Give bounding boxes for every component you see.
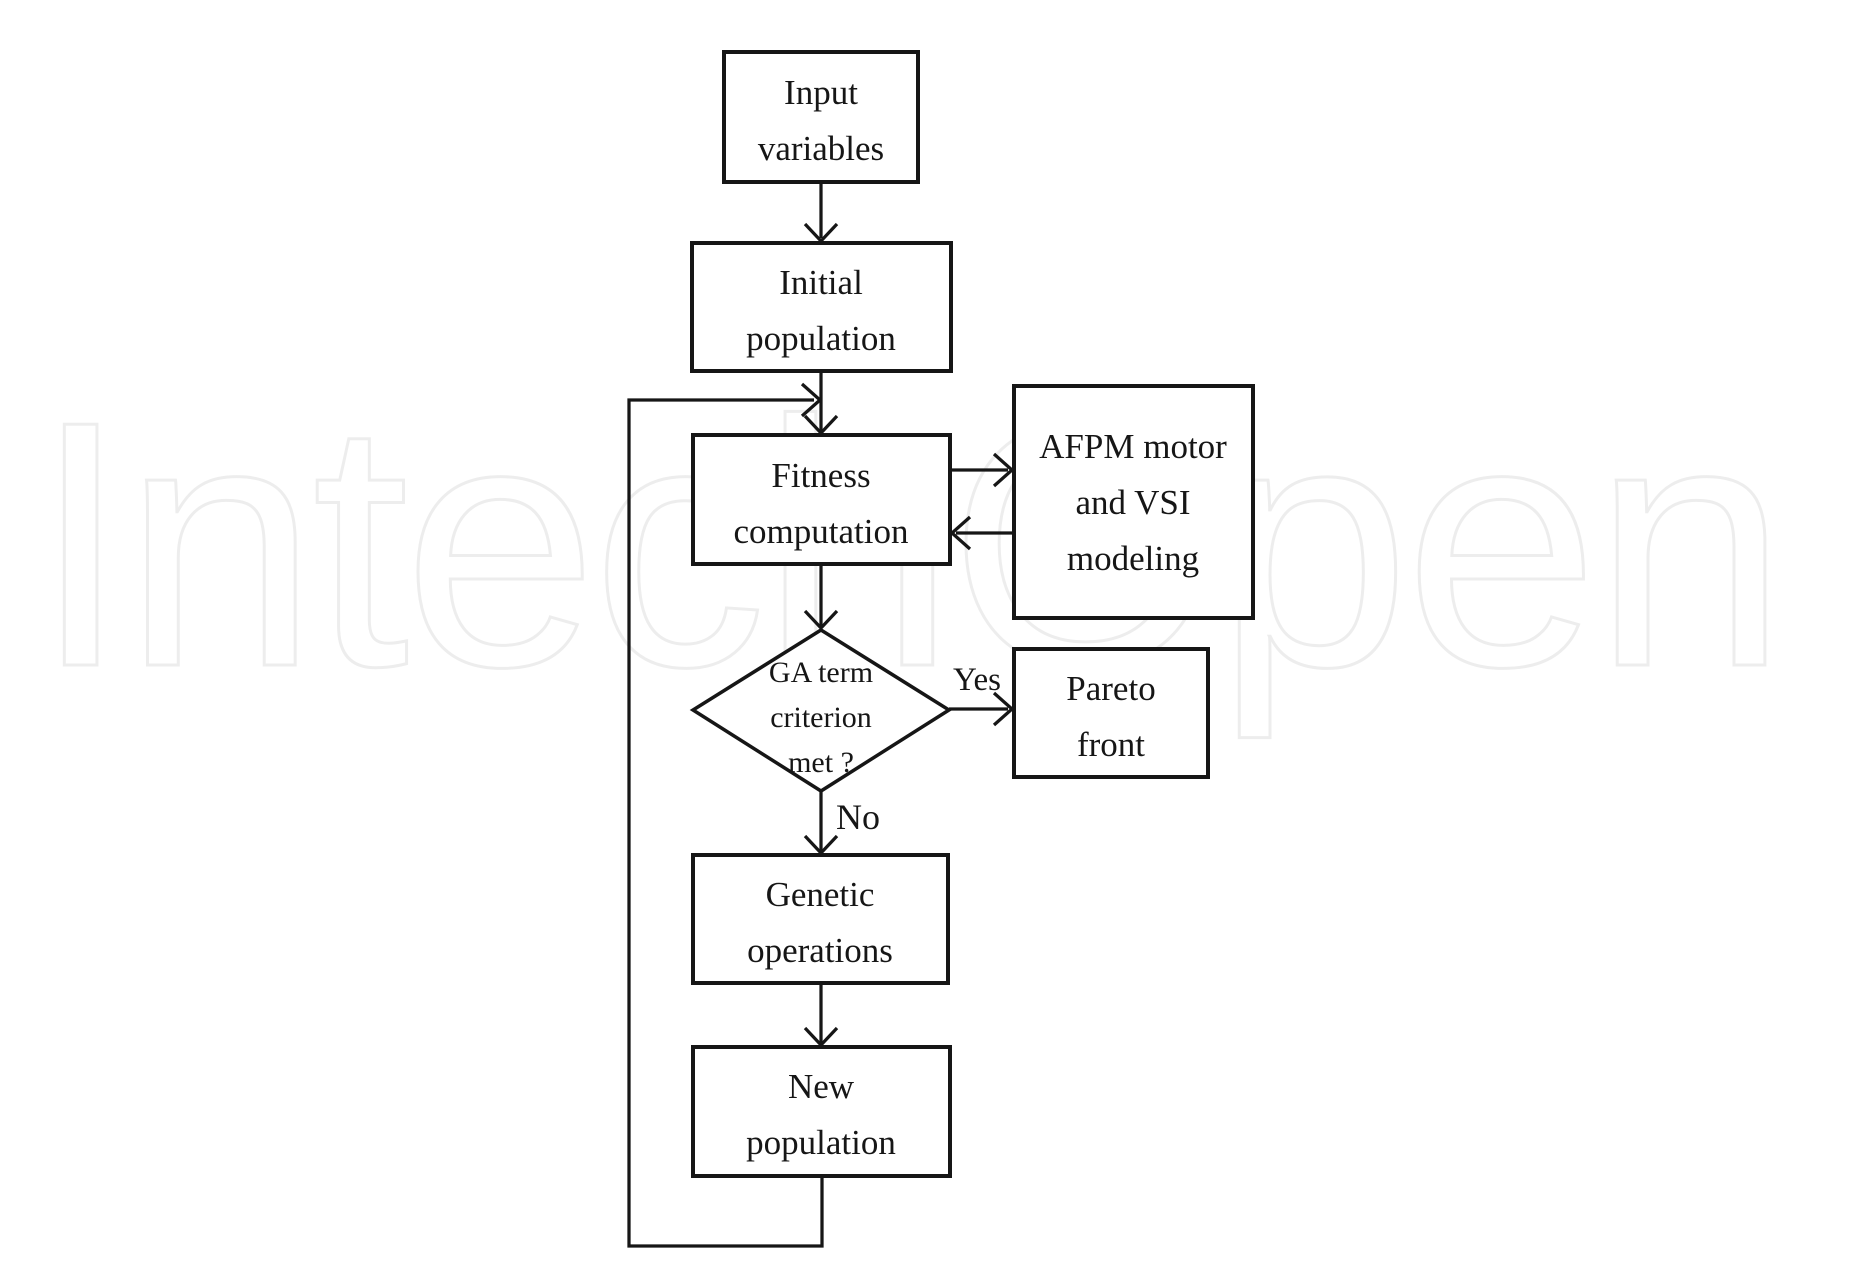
arrowhead-right-icon xyxy=(800,382,823,418)
node-pareto-front-box xyxy=(1012,647,1210,779)
node-genetic-operations-box xyxy=(691,853,950,985)
node-afpm-vsi-modeling-box xyxy=(1012,384,1255,620)
node-fitness-computation-box xyxy=(691,433,952,566)
node-initial-population-box xyxy=(690,241,953,373)
node-new-population: New population xyxy=(691,1045,952,1178)
node-pareto-front-line1: Pareto xyxy=(1066,669,1155,708)
node-initial-population-line1: Initial xyxy=(779,263,863,302)
node-fitness-computation-line2: computation xyxy=(734,512,909,551)
node-ga-termination-line3: met ? xyxy=(788,746,854,779)
edge-label-yes: Yes xyxy=(953,662,1001,698)
node-new-population-box xyxy=(691,1045,952,1178)
node-initial-population: Initial population xyxy=(690,241,953,373)
node-input-variables: Input variables xyxy=(722,50,920,184)
node-genetic-operations-line1: Genetic xyxy=(766,875,875,914)
node-fitness-computation: Fitness computation xyxy=(691,433,952,566)
node-afpm-vsi-modeling-line3: modeling xyxy=(1067,539,1199,578)
node-pareto-front-line2: front xyxy=(1077,725,1145,764)
node-input-variables-box xyxy=(722,50,920,184)
node-new-population-line2: population xyxy=(746,1123,896,1162)
node-genetic-operations: Genetic operations xyxy=(691,853,950,985)
node-afpm-vsi-modeling-line1: AFPM motor xyxy=(1039,427,1227,466)
edge-newpopulation-feedback-loop xyxy=(627,398,824,1248)
node-pareto-front: Pareto front xyxy=(1012,647,1210,779)
node-fitness-computation-line1: Fitness xyxy=(771,456,870,495)
node-afpm-vsi-modeling: AFPM motor and VSI modeling xyxy=(1012,384,1255,620)
node-genetic-operations-line2: operations xyxy=(747,931,893,970)
node-ga-termination-line2: criterion xyxy=(770,701,872,734)
node-ga-termination-diamond xyxy=(689,627,953,794)
node-ga-termination-line1: GA term xyxy=(769,656,873,689)
node-ga-termination-decision: GA term criterion met ? xyxy=(689,627,953,794)
node-new-population-line1: New xyxy=(788,1067,855,1106)
node-input-variables-line1: Input xyxy=(784,73,858,112)
node-afpm-vsi-modeling-line2: and VSI xyxy=(1075,483,1190,522)
edge-label-no: No xyxy=(836,797,880,837)
node-initial-population-line2: population xyxy=(746,319,896,358)
node-input-variables-line2: variables xyxy=(758,129,884,168)
